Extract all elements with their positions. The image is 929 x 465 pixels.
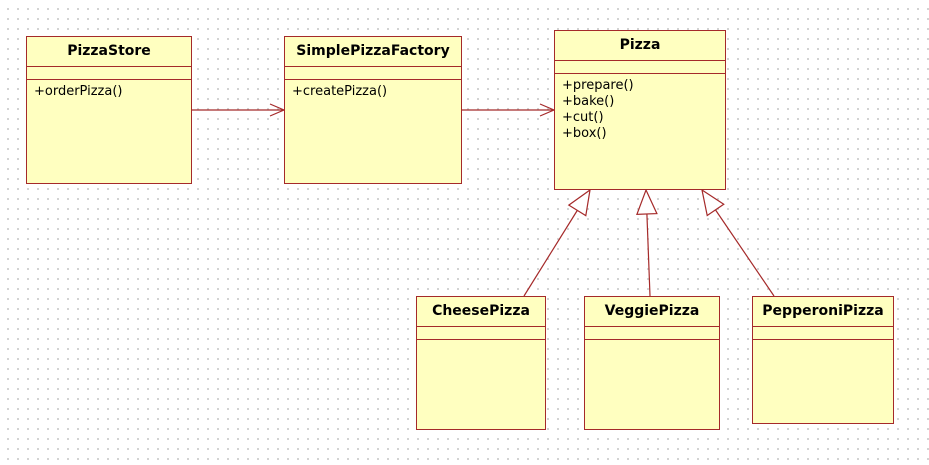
generalization-arrowhead — [636, 188, 658, 215]
class-cheesepizza[interactable]: CheesePizza — [416, 296, 546, 430]
class-name: VeggiePizza — [604, 303, 700, 319]
operation: +createPizza() — [292, 84, 388, 99]
class-pepperonipizza[interactable]: PepperoniPizza — [752, 296, 894, 424]
operation: +bake() — [562, 94, 615, 109]
generalization-line[interactable] — [714, 209, 775, 297]
operations-compartment: +orderPizza() — [27, 80, 191, 183]
generalization-arrowhead — [701, 188, 725, 217]
attributes-compartment — [753, 326, 893, 340]
class-veggiepizza[interactable]: VeggiePizza — [584, 296, 720, 430]
operations-compartment — [753, 340, 893, 423]
class-name: PizzaStore — [67, 43, 151, 59]
class-name: SimplePizzaFactory — [296, 43, 450, 59]
class-name: CheesePizza — [432, 303, 530, 319]
class-simplepizzafactory[interactable]: SimplePizzaFactory +createPizza() — [284, 36, 462, 184]
operations-compartment: +prepare() +bake() +cut() +box() — [555, 74, 725, 189]
attributes-compartment — [555, 60, 725, 74]
attributes-compartment — [285, 66, 461, 80]
operation: +box() — [562, 126, 607, 141]
class-pizza[interactable]: Pizza +prepare() +bake() +cut() +box() — [554, 30, 726, 190]
class-name: PepperoniPizza — [762, 303, 884, 319]
class-pizzastore[interactable]: PizzaStore +orderPizza() — [26, 36, 192, 184]
operations-compartment: +createPizza() — [285, 80, 461, 183]
attributes-compartment — [585, 326, 719, 340]
operation: +orderPizza() — [34, 84, 123, 99]
class-name: Pizza — [619, 37, 661, 53]
attributes-compartment — [27, 66, 191, 80]
operations-compartment — [417, 340, 545, 429]
operations-compartment — [585, 340, 719, 429]
attributes-compartment — [417, 326, 545, 340]
generalization-line[interactable] — [646, 213, 651, 297]
operation: +prepare() — [562, 78, 634, 93]
generalization-line[interactable] — [523, 210, 578, 297]
generalization-arrowhead — [567, 188, 591, 217]
operation: +cut() — [562, 110, 604, 125]
